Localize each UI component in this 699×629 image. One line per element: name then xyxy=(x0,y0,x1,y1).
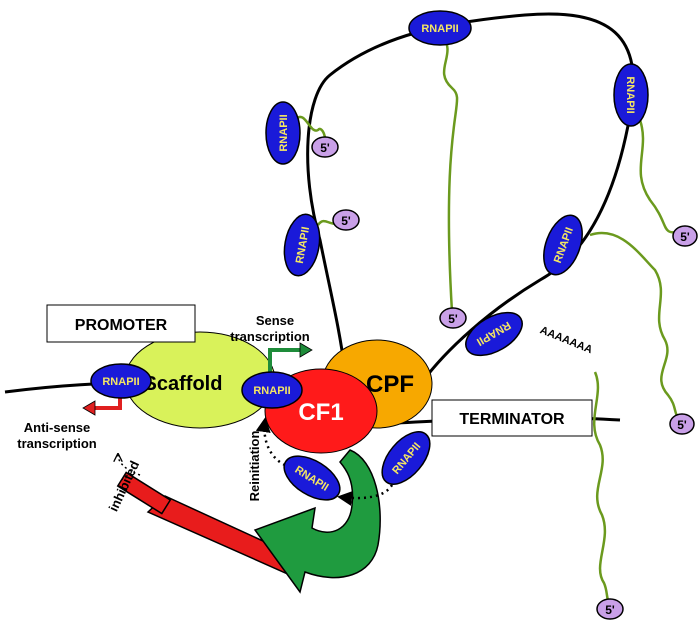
cpf-label: CPF xyxy=(366,371,414,398)
rnapii-label: RNAPII xyxy=(253,385,290,397)
rnapii-label: RNAPII xyxy=(421,23,458,35)
rna-transcript xyxy=(440,34,459,313)
five-prime-cap: 5' xyxy=(672,225,698,247)
sense-label-line2: transcription xyxy=(230,329,310,344)
rnapii: RNAPII xyxy=(265,101,301,165)
five-prime-label: 5' xyxy=(341,214,351,228)
sense-arrow xyxy=(268,342,313,372)
rnapii-label: RNAPII xyxy=(102,376,139,388)
reinitiation-label: Reinitiation xyxy=(247,431,262,502)
promoter-label: PROMOTER xyxy=(75,317,168,334)
rnapii: RNAPII xyxy=(408,10,472,46)
rnapii-label: RNAPII xyxy=(624,76,636,113)
rnapii: RNAPII xyxy=(543,214,583,276)
promoter-box: PROMOTER xyxy=(46,304,196,343)
reinitiation-arrow xyxy=(255,417,286,467)
rnapii-label: RNAPII xyxy=(278,114,290,151)
five-prime-label: 5' xyxy=(680,230,690,244)
antisense-arrow xyxy=(82,395,122,416)
rnapii: RNAPII xyxy=(90,363,152,399)
terminator-label: TERMINATOR xyxy=(459,411,565,428)
rnapii: RNAPII xyxy=(283,213,321,277)
terminator-box: TERMINATOR xyxy=(431,399,593,437)
rnapii: RNAPII xyxy=(613,63,649,127)
five-prime-label: 5' xyxy=(320,141,330,155)
five-prime-cap: 5' xyxy=(439,307,467,329)
five-prime-cap: 5' xyxy=(596,598,624,620)
five-prime-label: 5' xyxy=(448,312,458,326)
rna-transcript xyxy=(589,231,680,419)
rna-transcript xyxy=(592,371,611,605)
rnapii: RNAPII xyxy=(465,311,523,357)
gene-loop xyxy=(306,12,635,386)
rnapii: RNAPII xyxy=(283,455,341,501)
rnapii: RNAPII xyxy=(381,431,431,485)
rna-transcript xyxy=(638,119,681,234)
cf1-label: CF1 xyxy=(298,399,343,426)
five-prime-cap: 5' xyxy=(332,209,360,231)
scaffold-complex: Scaffold xyxy=(124,331,276,429)
scaffold-label: Scaffold xyxy=(144,373,223,395)
antisense-label-line1: Anti-sense xyxy=(24,420,90,435)
polya-tail-label: AAAAAAA xyxy=(538,324,594,356)
five-prime-cap: 5' xyxy=(669,413,695,435)
five-prime-label: 5' xyxy=(605,603,615,617)
sense-label-line1: Sense xyxy=(256,313,294,328)
five-prime-label: 5' xyxy=(677,418,687,432)
rnapii: RNAPII xyxy=(241,371,303,409)
five-prime-cap: 5' xyxy=(311,136,339,158)
antisense-label-line2: transcription xyxy=(17,436,97,451)
